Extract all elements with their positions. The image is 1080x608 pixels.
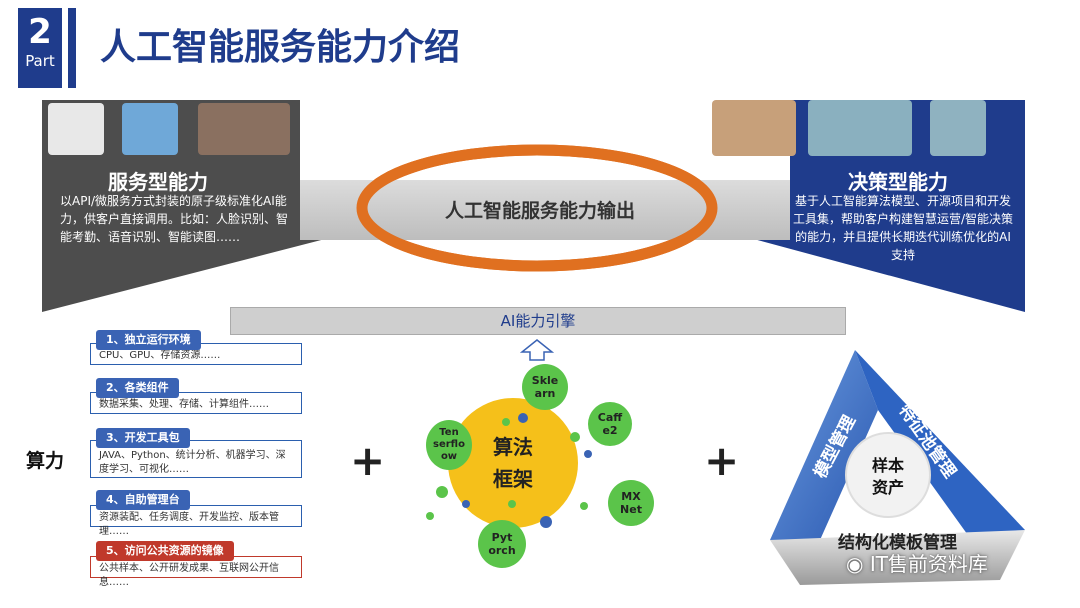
compute-label: 算力: [26, 446, 64, 473]
compute-item-4-tag: 4、自助管理台: [96, 490, 190, 510]
tensorflow-line2: serflo: [433, 439, 465, 451]
framework-caffe2: Caff e2: [588, 402, 632, 446]
triangle-center-label: 样本 资产: [868, 455, 908, 499]
compute-item-3-detail: JAVA、Python、统计分析、机器学习、深度学习、可视化……: [99, 450, 286, 475]
framework-core-line2: 框架: [493, 463, 533, 495]
framework-core: 算法 框架: [448, 398, 578, 528]
decor-dot: [540, 516, 552, 528]
decor-dot: [580, 502, 588, 510]
framework-sklearn: Skle arn: [522, 364, 568, 410]
compute-item-2-detail: 数据采集、处理、存储、计算组件……: [99, 399, 269, 410]
engine-bar: AI能力引擎: [230, 307, 846, 335]
tensorflow-line3: ow: [441, 451, 457, 463]
compute-item-1-tag: 1、独立运行环境: [96, 330, 201, 350]
left-panel-title: 服务型能力: [108, 166, 208, 195]
framework-core-line1: 算法: [493, 431, 533, 463]
tensorflow-line1: Ten: [439, 427, 458, 439]
decor-dot: [462, 500, 470, 508]
compute-item-1-detail: CPU、GPU、存储资源……: [99, 350, 220, 361]
caffe2-line2: e2: [602, 424, 617, 437]
decor-dot: [426, 512, 434, 520]
pytorch-line1: Pyt: [492, 531, 513, 544]
framework-pytorch: Pyt orch: [478, 520, 526, 568]
center-label: 人工智能服务能力输出: [330, 196, 750, 223]
compute-item-3-tag: 3、开发工具包: [96, 428, 190, 448]
plus-sign-2: +: [704, 436, 739, 485]
left-panel-description: 以API/微服务方式封装的原子级标准化AI能力，供客户直接调用。比如：人脸识别、…: [60, 192, 288, 246]
compute-item-5-tag: 5、访问公共资源的镜像: [96, 541, 234, 561]
sklearn-line1: Skle: [532, 374, 558, 387]
decor-dot: [436, 486, 448, 498]
framework-mxnet: MX Net: [608, 480, 654, 526]
caffe2-line1: Caff: [598, 411, 622, 424]
decor-dot: [502, 418, 510, 426]
camera-image: [48, 103, 104, 155]
decor-dot: [570, 432, 580, 442]
decor-dot: [518, 413, 528, 423]
wechat-icon: ◉: [846, 552, 870, 576]
blocks-image: [712, 100, 796, 156]
mxnet-line1: MX: [621, 490, 640, 503]
face-recognition-image: [198, 103, 290, 155]
watermark: ◉ IT售前资料库: [846, 548, 988, 577]
watermark-text: IT售前资料库: [870, 552, 988, 576]
robot-image: [122, 103, 178, 155]
up-arrow-icon: [522, 340, 552, 360]
right-panel-title: 决策型能力: [848, 166, 948, 195]
framework-tensorflow: Ten serflo ow: [426, 420, 472, 470]
sklearn-line2: arn: [535, 387, 556, 400]
paper-plane-image: [808, 100, 912, 156]
triangle-center-line1: 样本: [868, 455, 908, 477]
decor-dot: [584, 450, 592, 458]
compute-item-2-tag: 2、各类组件: [96, 378, 179, 398]
decor-dot: [508, 500, 516, 508]
mxnet-line2: Net: [620, 503, 642, 516]
right-panel-description: 基于人工智能算法模型、开源项目和开发工具集，帮助客户构建智慧运营/智能决策的能力…: [790, 192, 1016, 264]
triangle-center-line2: 资产: [868, 477, 908, 499]
idea-image: [930, 100, 986, 156]
plus-sign-1: +: [350, 436, 385, 485]
pytorch-line2: orch: [488, 544, 515, 557]
